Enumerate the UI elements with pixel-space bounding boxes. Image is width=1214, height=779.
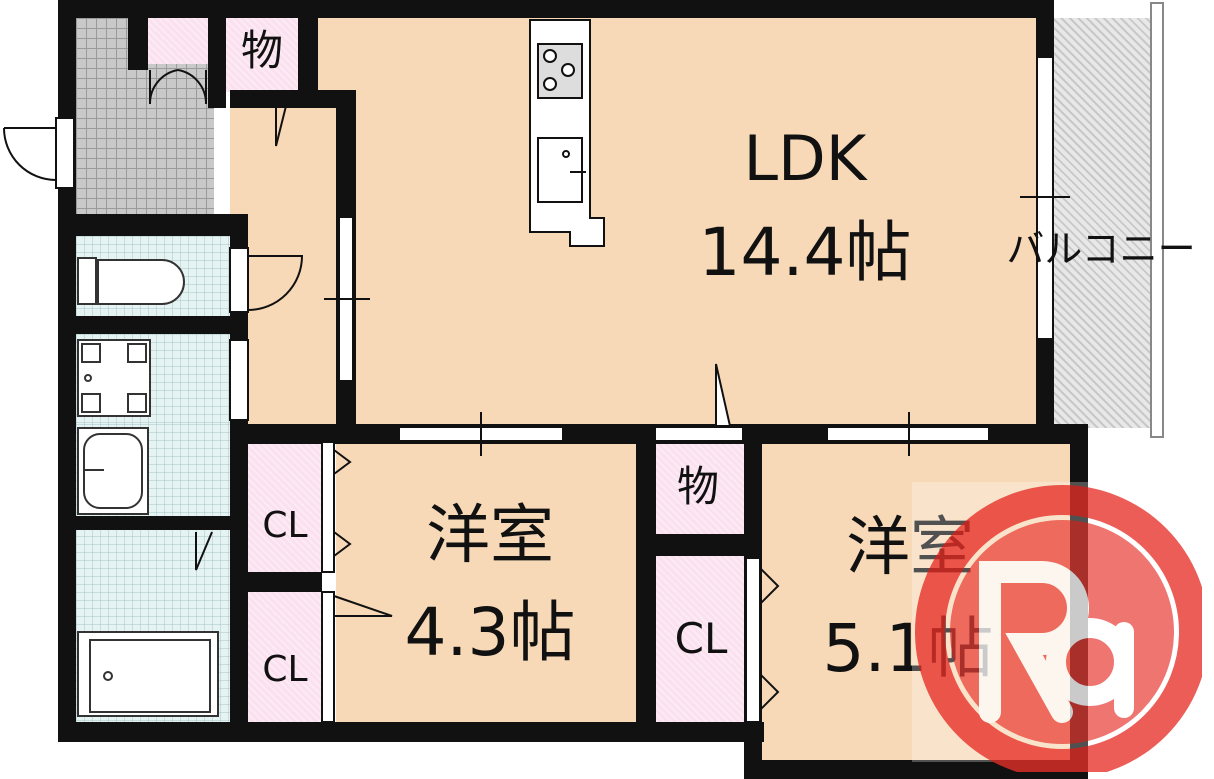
wall-bath-divider — [76, 516, 230, 530]
bathtub-icon — [77, 427, 149, 515]
wall-storage-right — [298, 0, 318, 108]
wall-entrance-bottom — [58, 214, 248, 236]
ldk-name: LDK — [743, 122, 867, 195]
shoe-closet-floor — [146, 18, 208, 64]
wall-bedroom1-right — [636, 428, 656, 742]
ldk-floor — [318, 18, 1036, 428]
window-mullion-bed2 — [908, 412, 910, 456]
cl3-floor — [656, 556, 746, 722]
bedroom1-size: 4.3帖 — [404, 594, 576, 671]
wall-storage-mid-bottom — [636, 534, 762, 556]
cl2-floor — [248, 592, 322, 722]
bedroom1-floor — [336, 442, 636, 722]
cl1-label: CL — [262, 505, 308, 546]
storage-middle-label: 物 — [676, 462, 719, 511]
window-ldk-bottom-door — [654, 426, 744, 442]
window-mullion-ldk — [1020, 196, 1070, 198]
storage-top-label: 物 — [240, 26, 283, 75]
balcony-name: バルコニー — [1006, 227, 1196, 271]
window-mullion-hall — [324, 298, 370, 300]
cl3-label: CL — [674, 614, 728, 663]
cl2-label: CL — [262, 649, 308, 690]
kitchen-counter-icon — [529, 19, 605, 247]
wall-hall-top — [230, 90, 354, 108]
balcony-floor — [1054, 18, 1150, 428]
bedroom1-name: 洋室 — [426, 499, 554, 573]
wall-toilet-bottom — [58, 316, 248, 334]
window-ldk-balcony — [1036, 56, 1054, 340]
balcony-rail — [1150, 2, 1164, 438]
wall-cl-divider — [248, 572, 322, 592]
sink-icon — [77, 631, 219, 717]
ldk-size: 14.4帖 — [698, 214, 912, 291]
storage-top-floor — [226, 18, 298, 92]
wall-storage-left — [208, 0, 226, 108]
storage-middle-floor — [652, 442, 744, 534]
Ra-logo-icon — [912, 482, 1202, 772]
window-mullion-bed1 — [480, 412, 482, 456]
washbasin-icon — [77, 339, 151, 417]
toilet-icon — [77, 257, 185, 305]
cl1-floor — [248, 442, 322, 572]
wall-closet-top — [128, 0, 148, 70]
